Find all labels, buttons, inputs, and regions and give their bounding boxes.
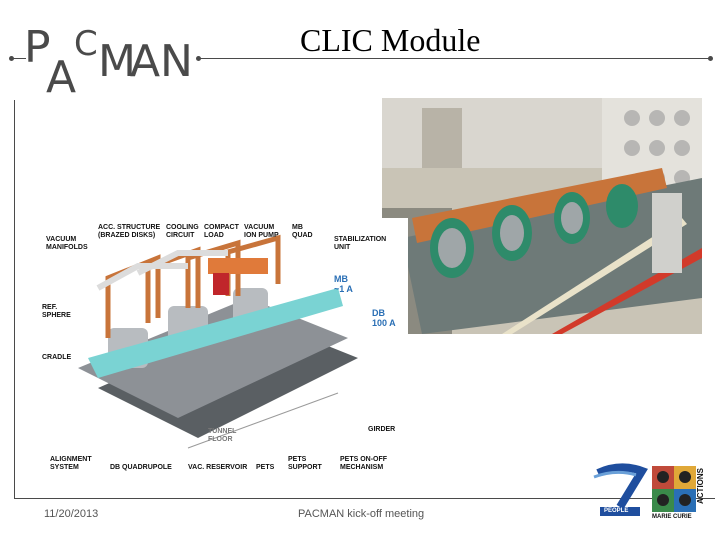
fp7-icon	[593, 463, 648, 516]
lab-photo-drawing	[382, 98, 702, 334]
header-dot	[708, 56, 713, 61]
label-tunnel-floor: TUNNEL FLOOR	[208, 428, 237, 443]
fp7-logo: PEOPLE	[590, 463, 652, 523]
label-pets-support: PETS SUPPORT	[288, 456, 322, 471]
actions-text: ACTIONS	[696, 468, 705, 504]
pacman-logo: P A C M A N	[24, 22, 194, 103]
label-pets: PETS	[256, 464, 275, 471]
module-drawing	[78, 234, 358, 449]
label-vacuum-ion-pump: VACUUM ION PUMP	[244, 224, 279, 239]
label-pets-onoff: PETS ON-OFF MECHANISM	[340, 456, 388, 471]
content-frame	[14, 100, 715, 499]
logo-letter: M	[98, 36, 137, 87]
logo-letter: C	[74, 24, 99, 64]
header-dot	[196, 56, 201, 61]
marie-curie-text: MARIE CURIE	[652, 514, 692, 520]
fp7-text: PEOPLE	[604, 508, 629, 514]
footer-date: 11/20/2013	[44, 508, 99, 520]
header-line-right	[200, 58, 710, 59]
logo-letter: A	[130, 36, 162, 87]
label-mb-current: MB ~1 A	[334, 274, 353, 294]
label-db-current: DB 100 A	[372, 308, 396, 328]
label-ref-sphere: REF. SPHERE	[42, 304, 71, 319]
logo-letter: A	[46, 52, 78, 103]
logo-letter: P	[24, 22, 52, 73]
header-dot	[9, 56, 14, 61]
logo-letter: N	[160, 36, 194, 87]
label-acc-structure: ACC. STRUCTURE (BRAZED DISKS)	[98, 224, 161, 239]
label-cooling-circuit: COOLING CIRCUIT	[166, 224, 199, 239]
label-alignment-system: ALIGNMENT SYSTEM	[50, 456, 92, 471]
header-line-left	[12, 58, 26, 59]
label-vac-reservoir: VAC. RESERVOIR	[188, 464, 248, 471]
label-vacuum-manifolds: VACUUM MANIFOLDS	[46, 236, 88, 251]
marie-curie-logo: MARIE CURIE ACTIONS	[652, 466, 708, 526]
marie-curie-portraits-icon	[652, 466, 696, 512]
label-compact-load: COMPACT LOAD	[204, 224, 239, 239]
lab-photo	[382, 98, 702, 334]
label-girder: GIRDER	[368, 426, 396, 433]
label-cradle: CRADLE	[42, 354, 72, 361]
label-mb-quad: MB QUAD	[292, 224, 313, 239]
clic-module-diagram: VACUUM MANIFOLDS ACC. STRUCTURE (BRAZED …	[38, 218, 408, 480]
footer-center: PACMAN kick-off meeting	[298, 508, 425, 520]
label-stabilization-unit: STABILIZATION UNIT	[334, 236, 387, 251]
label-db-quadrupole: DB QUADRUPOLE	[110, 464, 172, 471]
slide-title: CLIC Module	[300, 22, 481, 58]
